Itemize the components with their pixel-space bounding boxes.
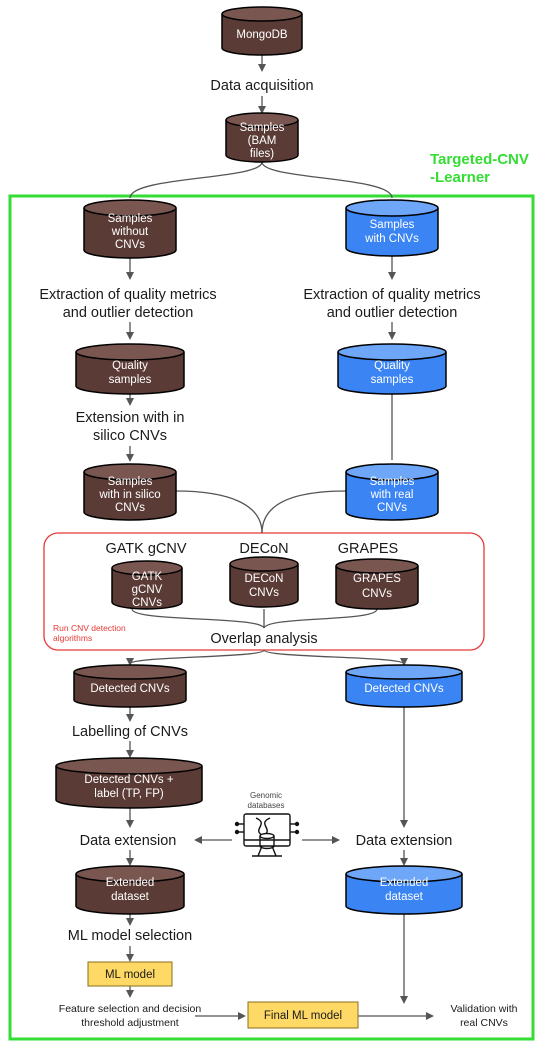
- connectors: [126, 55, 434, 1020]
- ml-model-label: ML model: [105, 969, 155, 981]
- grapes-heading: GRAPES: [338, 541, 398, 557]
- overlap-analysis-label: Overlap analysis: [210, 631, 317, 647]
- run-cnv-label-line2: algorithms: [53, 633, 92, 643]
- feature-selection-line1: Feature selection and decision: [59, 1003, 202, 1015]
- detected-label-line2: label (TP, FP): [94, 788, 164, 800]
- ml-model-box: ML model: [87, 961, 173, 987]
- extraction-right-line1: Extraction of quality metrics: [303, 287, 480, 303]
- samples-without-line2: without: [111, 226, 149, 238]
- samples-line3: files): [250, 148, 274, 160]
- samples-with-cnvs-db: Samples with CNVs: [345, 199, 439, 257]
- decon-line2: CNVs: [249, 587, 279, 599]
- real-line2: with real: [370, 489, 414, 501]
- labelling-label: Labelling of CNVs: [72, 724, 188, 740]
- samples-with-line1: Samples: [370, 219, 415, 231]
- extension-line2: silico CNVs: [93, 428, 167, 444]
- quality-left-line1: Quality: [112, 360, 148, 372]
- gatk-cnvs-db: GATK gCNV CNVs: [111, 560, 183, 610]
- extended-left-line2: dataset: [111, 891, 150, 903]
- grapes-line2: CNVs: [362, 588, 392, 600]
- detected-cnvs-right-db: Detected CNVs: [345, 664, 463, 708]
- data-extension-left-label: Data extension: [80, 833, 177, 849]
- frame-title-line1: Targeted-CNV: [430, 151, 529, 168]
- detected-right-label: Detected CNVs: [364, 683, 444, 695]
- grapes-line1: GRAPES: [353, 573, 401, 585]
- extended-right-line1: Extended: [380, 877, 429, 889]
- run-cnv-label-line1: Run CNV detection: [53, 623, 126, 633]
- frame-title-line2: -Learner: [430, 169, 490, 186]
- quality-samples-right-db: Quality samples: [337, 343, 447, 395]
- decon-line1: DECoN: [245, 573, 284, 585]
- genomic-label-line1: Genomic: [250, 791, 282, 800]
- samples-bam-db: Samples (BAM files): [225, 112, 299, 163]
- extended-left-line1: Extended: [106, 877, 155, 889]
- genomic-label-line2: databases: [248, 801, 285, 810]
- detected-cnvs-label-db: Detected CNVs + label (TP, FP): [55, 757, 203, 809]
- gatk-heading: GATK gCNV: [105, 541, 186, 557]
- gatk-line2: gCNV: [132, 584, 163, 596]
- gatk-line3: CNVs: [132, 597, 162, 609]
- samples-without-line1: Samples: [108, 213, 153, 225]
- insilico-line1: Samples: [108, 476, 153, 488]
- samples-with-line2: with CNVs: [364, 233, 419, 245]
- validation-line1: Validation with: [451, 1003, 518, 1015]
- genomic-database-icon: [234, 813, 300, 857]
- feature-selection-line2: threshold adjustment: [81, 1017, 179, 1029]
- decon-cnvs-db: DECoN CNVs: [229, 556, 299, 608]
- ml-selection-label: ML model selection: [68, 928, 192, 944]
- extended-dataset-left-db: Extended dataset: [75, 865, 185, 915]
- samples-insilico-db: Samples with in silico CNVs: [83, 463, 177, 521]
- mongodb-label: MongoDB: [236, 29, 287, 41]
- quality-left-line2: samples: [109, 374, 152, 386]
- decon-heading: DECoN: [239, 541, 288, 557]
- detected-label-line1: Detected CNVs +: [84, 774, 173, 786]
- grapes-cnvs-db: GRAPES CNVs: [335, 558, 419, 610]
- mongodb-db: MongoDB: [221, 6, 303, 56]
- quality-samples-left-db: Quality samples: [75, 343, 185, 395]
- samples-line2: (BAM: [248, 135, 277, 147]
- samples-without-line3: CNVs: [115, 239, 145, 251]
- gatk-line1: GATK: [132, 571, 163, 583]
- extension-line1: Extension with in: [76, 410, 185, 426]
- quality-right-line1: Quality: [374, 360, 410, 372]
- real-line3: CNVs: [377, 502, 407, 514]
- extraction-right-line2: and outlier detection: [327, 305, 458, 321]
- samples-line1: Samples: [240, 122, 285, 134]
- insilico-line2: with in silico: [98, 489, 160, 501]
- validation-line2: real CNVs: [460, 1017, 508, 1029]
- data-acquisition-label: Data acquisition: [210, 78, 313, 94]
- data-extension-right-label: Data extension: [356, 833, 453, 849]
- extended-right-line2: dataset: [385, 891, 424, 903]
- samples-without-cnvs-db: Samples without CNVs: [83, 199, 177, 259]
- samples-real-db: Samples with real CNVs: [345, 463, 439, 521]
- targeted-cnv-learner-frame: [8, 194, 535, 1041]
- extraction-left-line2: and outlier detection: [63, 305, 194, 321]
- final-ml-model-label: Final ML model: [264, 1010, 342, 1022]
- extraction-left-line1: Extraction of quality metrics: [39, 287, 216, 303]
- extended-dataset-right-db: Extended dataset: [345, 865, 463, 915]
- detected-cnvs-left-db: Detected CNVs: [73, 664, 187, 708]
- insilico-line3: CNVs: [115, 502, 145, 514]
- detected-left-label: Detected CNVs: [90, 683, 170, 695]
- real-line1: Samples: [370, 476, 415, 488]
- quality-right-line2: samples: [371, 374, 414, 386]
- final-ml-model-box: Final ML model: [247, 1001, 359, 1029]
